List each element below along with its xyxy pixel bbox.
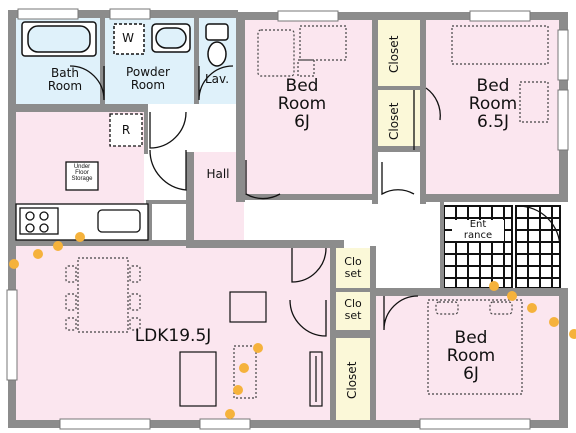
closet-label: Closet [387,102,401,140]
bedroom-se-label: Bed Room 6J [446,328,496,384]
powder-room-label: Powder Room [126,65,170,92]
furniture [65,25,549,399]
windows [6,8,569,430]
route-markers [9,232,576,419]
lav-label: Lav. [204,72,230,86]
entrance-tiles [443,205,561,289]
hall-label: Hall [206,167,230,181]
ldk-label: LDK19.5J [134,326,212,346]
entrance-label: Ent rance [452,219,504,241]
kitchen-fixtures [15,113,149,241]
bath-room-label: Bath Room [47,66,83,93]
doors [69,65,561,337]
closet-label: Clo set [344,297,362,322]
closet-label: Closet [387,35,401,73]
bedroom-nw-label: Bed Room 6J [277,76,327,132]
lounge-furniture [179,291,323,407]
closet-label: Closet [345,361,359,399]
washer-label: W [122,31,134,45]
bath-fixtures [21,21,229,67]
bedroom-ne-label: Bed Room 6.5J [468,76,518,132]
closet-label: Clo set [344,255,362,280]
under-floor-storage-label: Under Floor Storage [71,164,93,182]
fridge-label: R [121,123,131,137]
